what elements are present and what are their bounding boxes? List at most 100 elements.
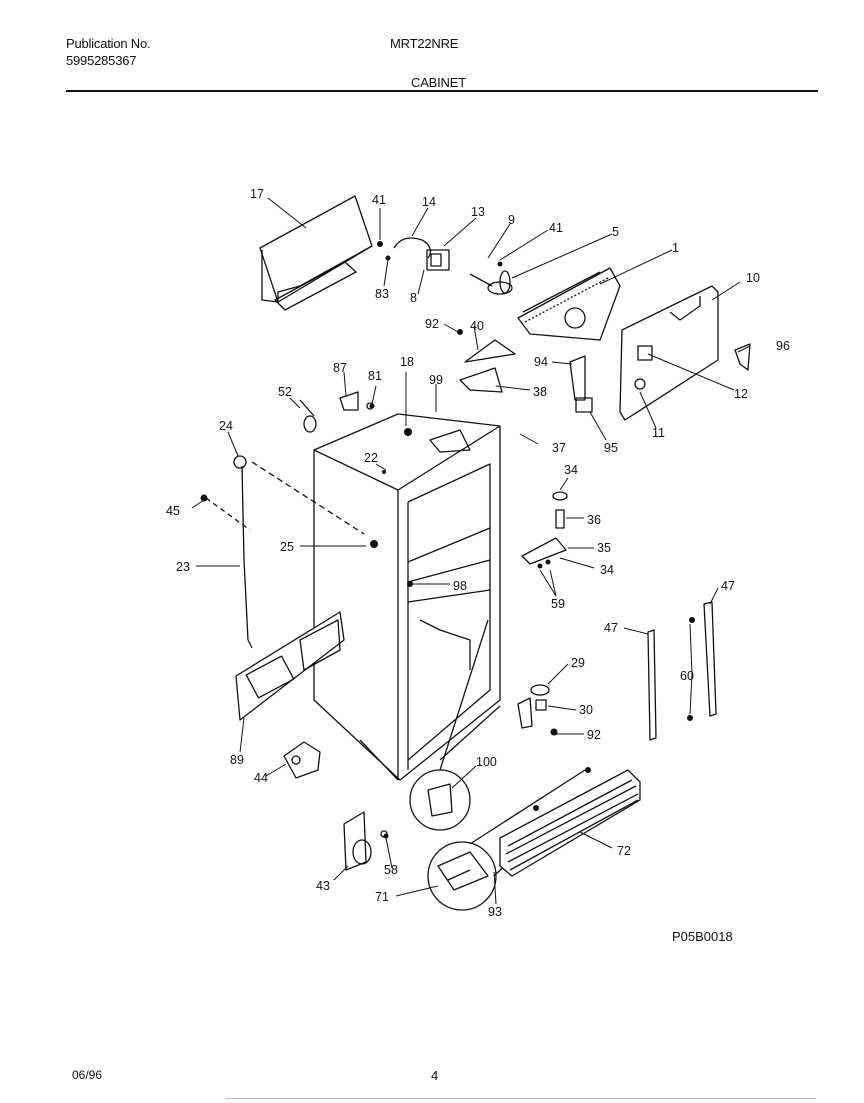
- callout-92: 92: [425, 317, 439, 331]
- callout-1: 1: [672, 241, 679, 255]
- callout-17: 17: [250, 187, 264, 201]
- callout-41b: 41: [549, 221, 563, 235]
- callout-23: 23: [176, 560, 190, 574]
- drain-tube-14: [393, 237, 432, 259]
- screw-45: [200, 494, 208, 502]
- trim-strip-47-right: [703, 601, 717, 717]
- callout-47: 47: [721, 579, 735, 593]
- screw-98: [407, 581, 413, 587]
- fan-blade-9: [469, 270, 513, 295]
- callout-12: 12: [734, 387, 748, 401]
- callout-24: 24: [219, 419, 233, 433]
- callout-38: 38: [533, 385, 547, 399]
- callout-34b: 34: [600, 563, 614, 577]
- hinge-87: [339, 391, 374, 411]
- callout-13: 13: [471, 205, 485, 219]
- base-grille-72: [499, 769, 641, 877]
- callout-36: 36: [587, 513, 601, 527]
- drawing-code: P05B0018: [672, 929, 733, 944]
- callout-8: 8: [410, 291, 417, 305]
- callout-93: 93: [488, 905, 502, 919]
- leader-dash-45: [205, 497, 251, 531]
- motor-13: [426, 249, 450, 271]
- clip-93b: [533, 805, 539, 811]
- callout-14: 14: [422, 195, 436, 209]
- callout-99: 99: [429, 373, 443, 387]
- pin-36: [555, 509, 565, 529]
- callout-41: 41: [372, 193, 386, 207]
- trim-strip-47-left: [647, 629, 657, 741]
- callout-95: 95: [604, 441, 618, 455]
- callout-45: 45: [166, 504, 180, 518]
- leveler-43-58: [343, 811, 388, 871]
- screw-92: [457, 329, 463, 335]
- callout-71: 71: [375, 890, 389, 904]
- screw-81: [369, 403, 375, 409]
- hinge-29-30: [517, 684, 550, 729]
- grille-89: [235, 611, 345, 721]
- callout-58: 58: [384, 863, 398, 877]
- screw-60a: [689, 617, 695, 623]
- callout-43: 43: [316, 879, 330, 893]
- screw-60b: [687, 715, 693, 721]
- callout-92b: 92: [587, 728, 601, 742]
- leader-lines: [191, 197, 751, 905]
- model-number: MRT22NRE: [390, 36, 459, 51]
- callout-44: 44: [254, 771, 268, 785]
- callout-10: 10: [746, 271, 760, 285]
- screw-59b: [545, 559, 551, 565]
- callout-9: 9: [508, 213, 515, 227]
- callout-35: 35: [597, 541, 611, 555]
- knob-52: [299, 399, 317, 433]
- section-title: CABINET: [411, 75, 466, 90]
- callout-52: 52: [278, 385, 292, 399]
- callout-89: 89: [230, 753, 244, 767]
- callout-11: 11: [652, 426, 665, 440]
- cabinet-body: [313, 413, 501, 781]
- callout-72: 72: [617, 844, 631, 858]
- callout-22: 22: [364, 451, 378, 465]
- callout-34: 34: [564, 463, 578, 477]
- callout-96: 96: [776, 339, 790, 353]
- callout-18: 18: [400, 355, 414, 369]
- callout-98: 98: [453, 579, 467, 593]
- screw-59a: [537, 563, 543, 569]
- callout-25: 25: [280, 540, 294, 554]
- screw-41: [377, 241, 383, 247]
- bracket-44: [283, 741, 321, 779]
- callout-94: 94: [534, 355, 548, 369]
- bottom-edge-line: [226, 1098, 816, 1099]
- washer-34: [552, 491, 568, 501]
- evaporator-cover-1: [517, 267, 621, 341]
- header-rule: [66, 90, 818, 92]
- publication-number: 5995285367: [66, 53, 137, 68]
- callout-37: 37: [552, 441, 566, 455]
- mount-bracket-40-38: [459, 339, 516, 393]
- rear-panel-10: [619, 285, 719, 421]
- callout-47b: 47: [604, 621, 618, 635]
- rod-23-24: [233, 455, 253, 649]
- callout-81: 81: [368, 369, 382, 383]
- callout-labels: 17 41 14 13 9 41 5 1 10 83 8 92 40 96 94…: [166, 187, 790, 919]
- footer-date: 06/96: [72, 1068, 103, 1082]
- callout-60: 60: [680, 669, 694, 683]
- callout-40: 40: [470, 319, 484, 333]
- callout-30: 30: [579, 703, 593, 717]
- callout-29: 29: [571, 656, 585, 670]
- screw-83: [385, 255, 391, 261]
- screw-22: [382, 470, 386, 474]
- callout-59: 59: [551, 597, 565, 611]
- screw-41b: [497, 261, 503, 267]
- leader-dash-24: [251, 461, 365, 535]
- screw-25: [370, 540, 378, 548]
- page-number: 4: [431, 1068, 439, 1083]
- screw-92b: [550, 728, 558, 736]
- rear-cover-panel-17: [259, 195, 373, 311]
- screw-58: [383, 833, 389, 839]
- bracket-35: [521, 537, 567, 565]
- publication-label: Publication No.: [66, 36, 151, 51]
- bracket-96: [734, 343, 751, 371]
- clip-93a: [585, 767, 591, 773]
- callout-100: 100: [476, 755, 497, 769]
